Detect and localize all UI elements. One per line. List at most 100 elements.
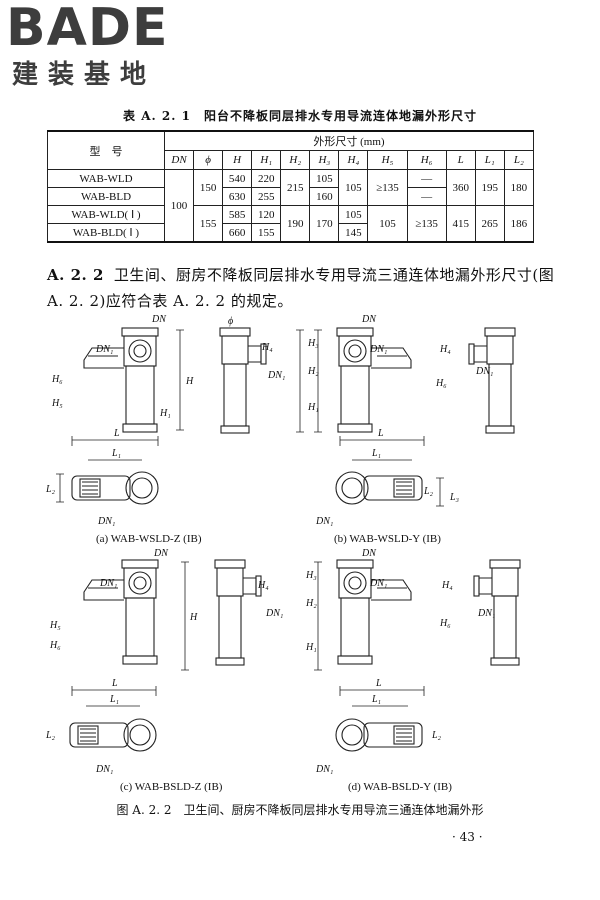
label-l2: L₂: [431, 730, 442, 741]
technical-drawing: DN DN₁ H H₁ H₆ H₅ ϕ H₄ DN₁ DN DN₁ H₃ H₂ …: [45, 314, 521, 793]
label-h3: H₃: [305, 570, 317, 581]
label-h4: H₄: [439, 344, 451, 355]
cell-l2: 186: [503, 205, 535, 243]
dimension-line: [314, 561, 322, 671]
label-h1: H₁: [159, 408, 171, 419]
col-header: H₄: [338, 150, 369, 170]
table-group-header: 外形尺寸 (mm): [164, 130, 534, 151]
table-model-header: 型 号: [47, 130, 165, 170]
section-text: 卫生间、厨房不降板同层排水专用导流三通连体地漏外形尺寸(图 A. 2. 2)应符…: [47, 266, 555, 310]
label-h5: H₅: [51, 398, 63, 409]
cell-h1: 255: [251, 187, 282, 206]
cell-h3: 160: [309, 187, 340, 206]
brand-name-cn: 建装基地: [12, 60, 157, 90]
cell-l: 415: [445, 205, 476, 243]
col-header: H₃: [309, 150, 340, 170]
cell-dn: 100: [163, 169, 195, 243]
cell-h4: 105: [338, 169, 369, 206]
table-row: WAB-BLD( Ⅰ ) 660 155 145: [47, 223, 534, 243]
dimension-line: [176, 329, 184, 431]
col-header: L: [445, 150, 476, 170]
cell-h: 660: [222, 223, 253, 243]
fitting-front-view-d: [336, 559, 412, 665]
cell-model: WAB-BLD( Ⅰ ): [47, 223, 165, 243]
cell-h: 630: [222, 187, 253, 206]
fitting-plan-view-d: [335, 718, 423, 752]
table-row: WAB-WLD 100 150 540 220 215 105 105 ≥135…: [47, 169, 535, 243]
section-number: A. 2. 2: [47, 266, 104, 284]
label-l: L: [111, 678, 118, 689]
dimension-line: [71, 436, 159, 461]
dimension-line: [56, 473, 64, 503]
dimension-line: [339, 436, 425, 461]
label-h2: H₂: [305, 598, 317, 609]
cell-h5: 105: [367, 205, 408, 243]
dimension-table: 型 号 外形尺寸 (mm) DN ϕ H H₁ H₂ H₃ H₄ H₅ H₆ L…: [47, 130, 535, 243]
dimension-line: [181, 561, 189, 671]
label-h4: H₄: [257, 580, 269, 591]
cell-model: WAB-BLD: [47, 187, 165, 206]
cell-h3: 170: [309, 205, 340, 243]
cell-l: 360: [445, 169, 476, 206]
label-dn: DN: [153, 548, 169, 559]
label-l: L: [377, 428, 384, 439]
label-h4: H₄: [441, 580, 453, 591]
brand-logo: BADE 建装基地: [6, 0, 176, 90]
subcaption-d: (d) WAB-BSLD-Y (IB): [348, 781, 452, 793]
label-l1: L₁: [109, 694, 119, 705]
label-dn1: DN₁: [267, 370, 285, 381]
label-l1: L₁: [371, 448, 381, 459]
label-l1: L₁: [111, 448, 121, 459]
col-header: L₂: [503, 150, 535, 170]
label-h6: H₆: [439, 618, 451, 629]
label-l1: L₁: [371, 694, 381, 705]
table-row: WAB-BLD 630 255 160 —: [47, 187, 534, 206]
fitting-plan-view-b: [335, 471, 423, 505]
label-h3: H₃: [307, 338, 319, 349]
cell-h3: 105: [309, 169, 340, 188]
label-dn1: DN₁: [95, 764, 113, 775]
label-h2: H₂: [307, 366, 319, 377]
cell-h6: —: [406, 169, 447, 188]
label-dn1: DN₁: [369, 578, 387, 589]
cell-h2: 215: [280, 169, 311, 206]
col-header: H₁: [251, 150, 282, 170]
label-phi: ϕ: [228, 316, 233, 327]
fitting-side-view-c: [214, 559, 262, 666]
label-dn1: DN₁: [265, 608, 283, 619]
label-dn1: DN₁: [97, 516, 115, 527]
figure-caption: 图 A. 2. 2 卫生间、厨房不降板同层排水专用导流三通连体地漏外形: [116, 803, 484, 817]
page-number: · 43 ·: [452, 830, 483, 844]
label-dn: DN: [361, 548, 377, 559]
fitting-plan-view-c: [69, 718, 157, 752]
subcaption-c: (c) WAB-BSLD-Z (IB): [120, 781, 223, 793]
fitting-plan-view-a: [71, 471, 159, 505]
cell-l1: 265: [474, 205, 505, 243]
label-l2: L₂: [423, 486, 434, 497]
label-h6: H₆: [49, 640, 61, 651]
cell-h5: ≥135: [367, 169, 408, 206]
label-l2: L₂: [45, 484, 56, 495]
label-h: H: [185, 376, 194, 387]
cell-h: 540: [222, 169, 253, 188]
label-h6: H₆: [51, 374, 63, 385]
label-l: L: [113, 428, 120, 439]
cell-h1: 220: [251, 169, 282, 188]
label-dn1: DN₁: [369, 344, 387, 355]
col-header: H₅: [367, 150, 408, 170]
cell-h1: 155: [251, 223, 282, 243]
dimension-line: [339, 686, 425, 707]
label-dn1: DN₁: [475, 366, 493, 377]
label-h1: H₁: [307, 402, 319, 413]
fitting-side-view-b: [468, 327, 516, 434]
table-row: WAB-WLD( Ⅰ ) 155 585 120 190 170 105 105…: [47, 205, 535, 243]
label-dn: DN: [151, 314, 167, 325]
cell-phi: 155: [193, 205, 224, 243]
cell-l1: 195: [474, 169, 505, 206]
label-l2: L₂: [45, 730, 56, 741]
cell-h6: ≥135: [406, 205, 447, 243]
dimension-line: [314, 329, 322, 433]
label-h4: H₄: [261, 342, 273, 353]
label-h1: H₁: [305, 642, 317, 653]
